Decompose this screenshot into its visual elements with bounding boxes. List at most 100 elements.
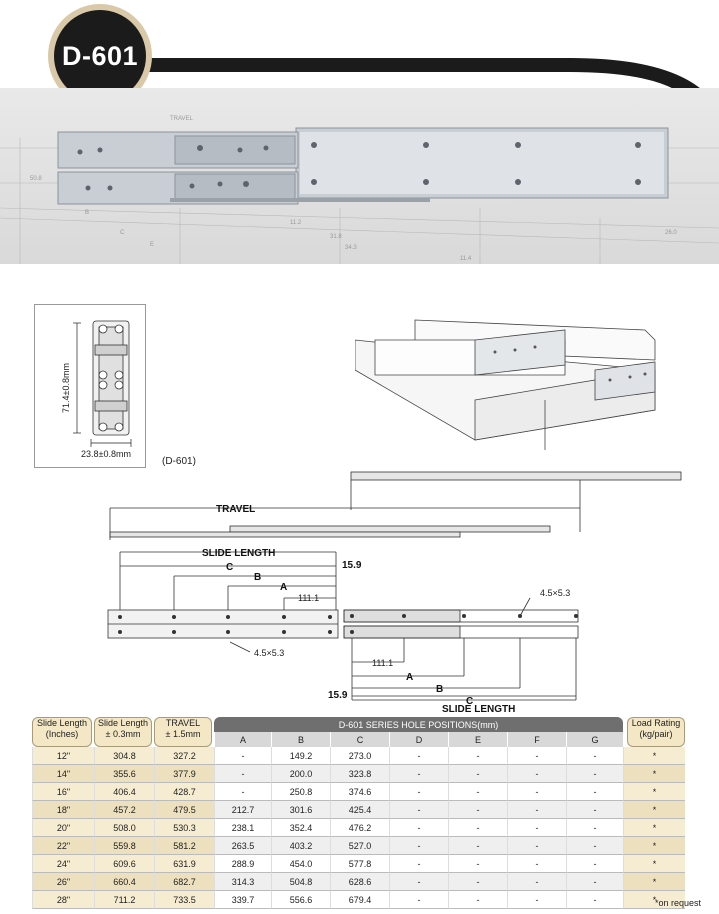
cell-hole-a: 212.7	[214, 801, 271, 819]
header-bar: D-601	[0, 0, 719, 110]
cell-hole-g: -	[566, 819, 623, 837]
th-hole-positions: D-601 SERIES HOLE POSITIONS(mm)	[214, 717, 623, 732]
cell-hole-d: -	[389, 747, 448, 765]
cell-inch: 28"	[32, 891, 94, 909]
cell-hole-e: -	[448, 747, 507, 765]
cell-hole-c: 577.8	[330, 855, 389, 873]
cell-travel: 479.5	[154, 801, 214, 819]
cell-hole-a: 263.5	[214, 837, 271, 855]
th-c: C	[330, 732, 389, 747]
wm-5: 11.4	[460, 256, 472, 262]
cell-travel: 733.5	[154, 891, 214, 909]
cell-hole-c: 679.4	[330, 891, 389, 909]
label-c-bottom: C	[466, 696, 473, 707]
cell-hole-a: -	[214, 765, 271, 783]
cell-travel: 581.2	[154, 837, 214, 855]
cell-hole-f: -	[507, 747, 566, 765]
cell-hole-a: -	[214, 783, 271, 801]
cell-hole-c: 273.0	[330, 747, 389, 765]
cell-hole-a: 238.1	[214, 819, 271, 837]
cell-hole-a: -	[214, 747, 271, 765]
th-travel: TRAVEL± 1.5mm	[154, 717, 212, 747]
cell-hole-e: -	[448, 801, 507, 819]
cell-inch: 22"	[32, 837, 94, 855]
cell-hole-b: 250.8	[271, 783, 330, 801]
cell-hole-d: -	[389, 837, 448, 855]
cell-inch: 18"	[32, 801, 94, 819]
cell-hole-e: -	[448, 765, 507, 783]
label-travel: TRAVEL	[216, 504, 255, 515]
cell-hole-b: 301.6	[271, 801, 330, 819]
cell-hole-e: -	[448, 873, 507, 891]
cell-travel: 327.2	[154, 747, 214, 765]
cell-hole-e: -	[448, 819, 507, 837]
wm-6: 26.0	[665, 230, 677, 236]
wm-8: C	[120, 230, 125, 236]
cell-hole-d: -	[389, 783, 448, 801]
cell-hole-c: 628.6	[330, 873, 389, 891]
cell-hole-b: 556.6	[271, 891, 330, 909]
th-slide-length-mm: Slide Length± 0.3mm	[94, 717, 152, 747]
cell-hole-a: 314.3	[214, 873, 271, 891]
profile-section-drawing: 71.4±0.8mm 23.8±0.8mm	[61, 320, 132, 459]
cell-hole-a: 339.7	[214, 891, 271, 909]
cell-hole-b: 454.0	[271, 855, 330, 873]
th-slide-length-inch: Slide Length(Inches)	[32, 717, 92, 747]
cell-length: 609.6	[94, 855, 154, 873]
cell-length: 355.6	[94, 765, 154, 783]
cell-load: *	[623, 891, 685, 909]
wm-4: 34.3	[345, 245, 357, 251]
cell-travel: 631.9	[154, 855, 214, 873]
cell-length: 711.2	[94, 891, 154, 909]
cell-travel: 428.7	[154, 783, 214, 801]
label-hole-left: 4.5×5.3	[254, 648, 284, 658]
cell-load: *	[623, 837, 685, 855]
label-15-9-bottom: 15.9	[328, 690, 348, 701]
cell-hole-f: -	[507, 765, 566, 783]
product-photo: TRAVEL 50.8 11.2 31.8 34.3 11.4 26.0 B C…	[0, 88, 719, 264]
th-g: G	[566, 732, 623, 747]
label-a-bottom: A	[406, 672, 413, 683]
wm-1: 50.8	[30, 176, 42, 182]
cell-travel: 682.7	[154, 873, 214, 891]
profile-caption: (D-601)	[162, 456, 196, 467]
cell-hole-f: -	[507, 801, 566, 819]
label-111-top: 111.1	[298, 593, 319, 603]
cell-hole-d: -	[389, 873, 448, 891]
label-c-top: C	[226, 562, 233, 573]
th-d: D	[389, 732, 448, 747]
cell-hole-g: -	[566, 783, 623, 801]
label-b-top: B	[254, 572, 261, 583]
cell-hole-b: 200.0	[271, 765, 330, 783]
profile-height-dim: 71.4±0.8mm	[61, 363, 71, 413]
cell-travel: 530.3	[154, 819, 214, 837]
cell-inch: 20"	[32, 819, 94, 837]
drawer-installation-drawing	[355, 319, 656, 450]
cell-load: *	[623, 873, 685, 891]
cell-hole-c: 425.4	[330, 801, 389, 819]
label-slide-length-bottom: SLIDE LENGTH	[442, 704, 515, 715]
cell-length: 660.4	[94, 873, 154, 891]
cell-hole-g: -	[566, 801, 623, 819]
cell-hole-f: -	[507, 819, 566, 837]
cell-hole-f: -	[507, 855, 566, 873]
model-code: D-601	[54, 10, 146, 102]
cell-load: *	[623, 819, 685, 837]
header-swoosh	[100, 58, 719, 110]
cell-hole-d: -	[389, 891, 448, 909]
cell-inch: 14"	[32, 765, 94, 783]
cell-inch: 16"	[32, 783, 94, 801]
th-f: F	[507, 732, 566, 747]
cell-inch: 24"	[32, 855, 94, 873]
slide-photo-illustration: TRAVEL 50.8 11.2 31.8 34.3 11.4 26.0 B C…	[0, 116, 719, 264]
th-e: E	[448, 732, 507, 747]
cell-hole-b: 149.2	[271, 747, 330, 765]
cell-hole-b: 504.8	[271, 873, 330, 891]
